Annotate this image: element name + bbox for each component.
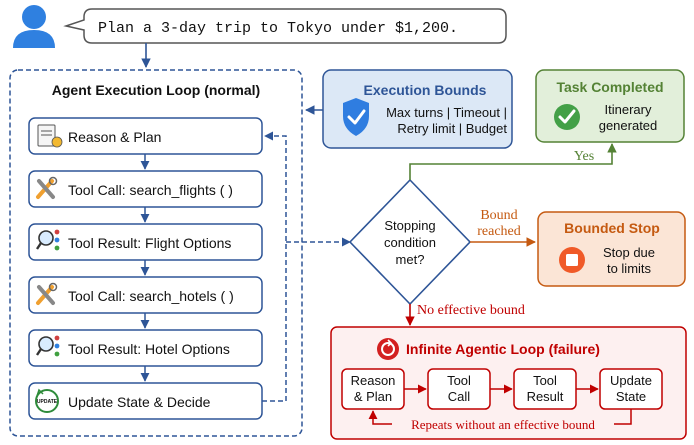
task-completed-title: Task Completed: [556, 79, 663, 95]
failure-node-line1: Tool: [533, 373, 557, 388]
prompt-bubble: Plan a 3-day trip to Tokyo under $1,200.: [63, 8, 507, 44]
yes-arrow: [409, 143, 617, 180]
shield-check-icon: [343, 98, 369, 136]
failure-node-line2: Call: [448, 389, 471, 404]
execution-bounds-box: Execution Bounds Max turns | Timeout | R…: [322, 69, 513, 149]
step-label: Reason & Plan: [68, 129, 161, 145]
cycle-icon: [377, 338, 399, 360]
step-label: Tool Result: Flight Options: [68, 235, 231, 251]
task-completed-box: Task Completed Itinerary generated: [535, 69, 685, 143]
stop-icon: [559, 247, 585, 273]
infinite-loop-box: Infinite Agentic Loop (failure) Reason &…: [330, 326, 687, 440]
loop-step: Tool Call: search_flights ( ): [28, 170, 263, 208]
decision-diamond: Stopping condition met?: [348, 178, 472, 306]
step-label: Tool Result: Hotel Options: [68, 341, 230, 357]
bounded-stop-line1: Stop due: [603, 245, 655, 260]
bounded-stop-box: Bounded Stop Stop due to limits: [537, 211, 686, 287]
bound-reached-line1: Bound: [480, 208, 517, 223]
yes-label: Yes: [574, 149, 594, 164]
loop-step: Tool Call: search_hotels ( ): [28, 276, 263, 314]
execution-bounds-title: Execution Bounds: [364, 82, 487, 98]
plan-icon: [37, 124, 63, 148]
decision-line2: condition: [384, 235, 436, 250]
failure-node: Reason & Plan: [341, 368, 405, 410]
step-label: Tool Call: search_hotels ( ): [68, 288, 234, 304]
decision-line1: Stopping: [384, 218, 435, 233]
check-circle-icon: [554, 104, 580, 130]
loop-back-arrow: [262, 131, 287, 402]
failure-node-line2: State: [616, 389, 646, 404]
loop-step: Reason & Plan: [28, 117, 263, 155]
prompt-text: Plan a 3-day trip to Tokyo under $1,200.: [98, 20, 458, 37]
execution-bounds-line1: Max turns | Timeout |: [386, 105, 507, 120]
agent-loop-title: Agent Execution Loop (normal): [52, 82, 260, 98]
no-bound-label: No effective bound: [417, 303, 525, 318]
infinite-loop-title: Infinite Agentic Loop (failure): [406, 341, 600, 357]
failure-node-line2: Result: [527, 389, 564, 404]
decision-line3: met?: [396, 252, 425, 267]
task-completed-line2: generated: [599, 118, 658, 133]
bounded-stop-line2: to limits: [607, 261, 652, 276]
search-result-icon: [36, 335, 60, 357]
tools-icon: [36, 282, 58, 305]
failure-node-line1: Tool: [447, 373, 471, 388]
failure-node-line2: & Plan: [354, 389, 392, 404]
loop-step: Tool Result: Flight Options: [28, 223, 263, 261]
failure-node-line1: Update: [610, 373, 652, 388]
failure-node: Update State: [599, 368, 663, 410]
agent-loop-container: [9, 69, 303, 437]
bounded-stop-title: Bounded Stop: [564, 220, 660, 236]
failure-node-line1: Reason: [351, 373, 396, 388]
failure-node: Tool Result: [513, 368, 577, 410]
execution-bounds-line2: Retry limit | Budget: [397, 121, 507, 136]
step-label: Update State & Decide: [68, 394, 211, 410]
repeat-label: Repeats without an effective bound: [411, 417, 595, 432]
update-icon: UPDATE: [35, 388, 59, 413]
update-badge: UPDATE: [37, 399, 58, 405]
user-icon: [13, 5, 55, 48]
failure-node: Tool Call: [427, 368, 491, 410]
loop-step: Tool Result: Hotel Options: [28, 329, 263, 367]
task-completed-line1: Itinerary: [605, 102, 652, 117]
tools-icon: [36, 176, 58, 199]
step-label: Tool Call: search_flights ( ): [68, 182, 233, 198]
bound-reached-line2: reached: [477, 224, 521, 239]
search-result-icon: [36, 229, 60, 251]
loop-step: UPDATE Update State & Decide: [28, 382, 263, 420]
